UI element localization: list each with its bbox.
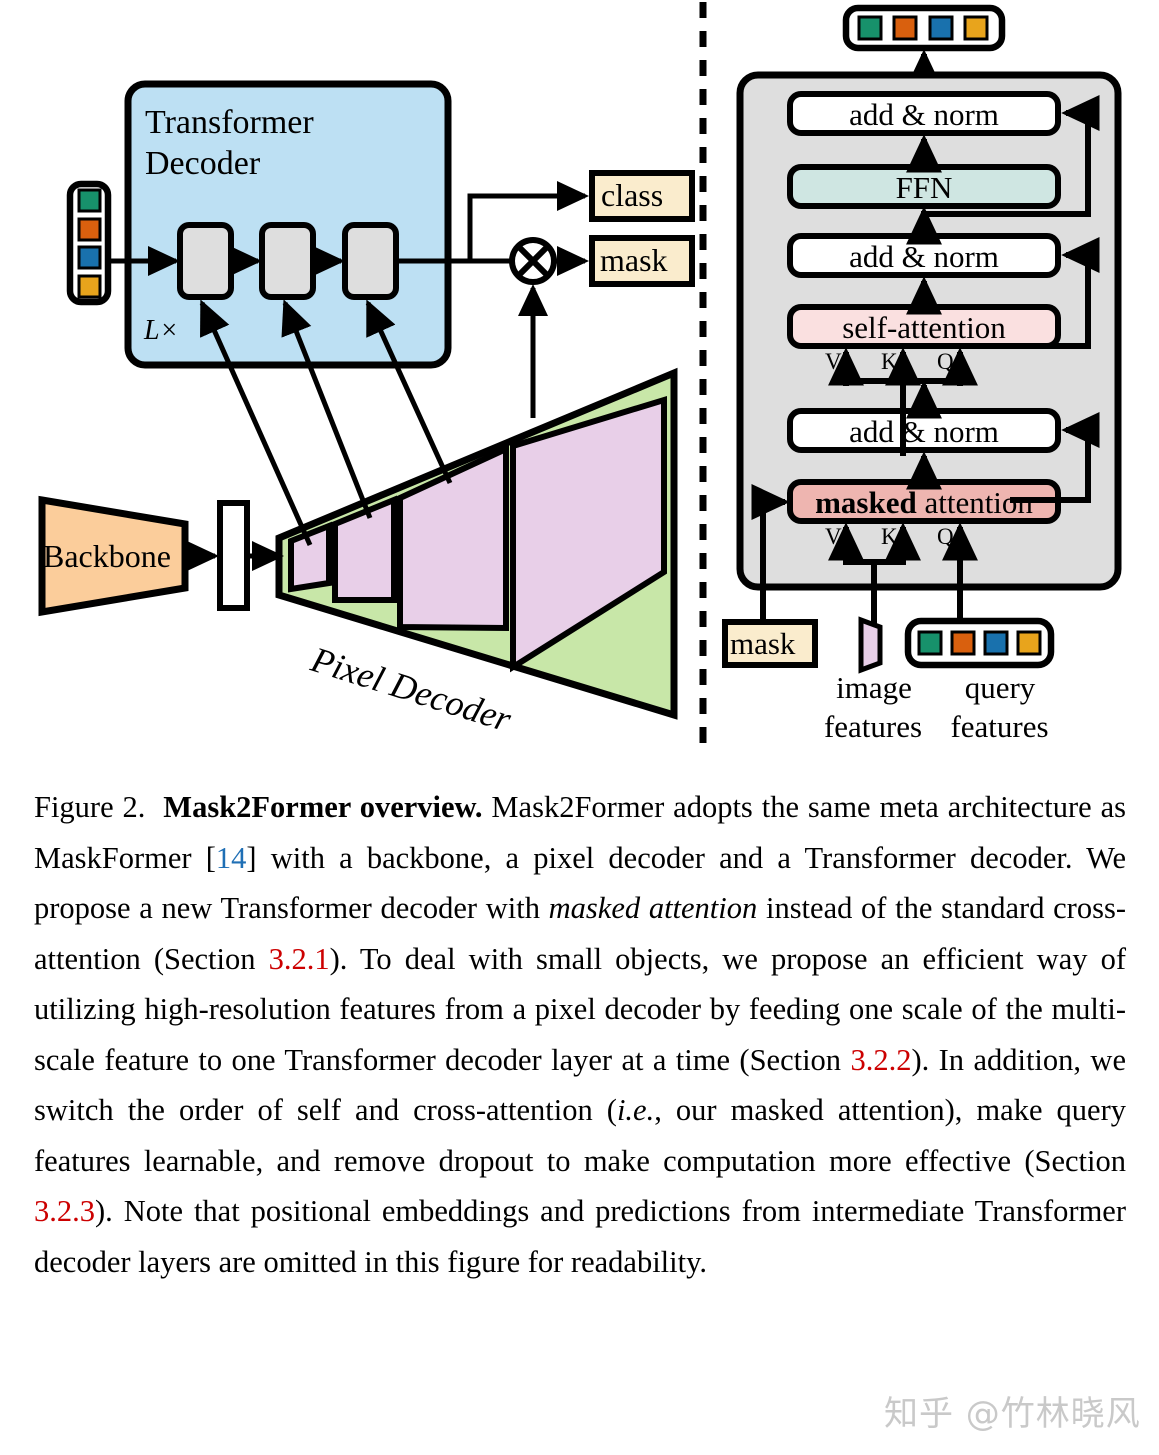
self-attention-vkq-arrows <box>828 347 978 456</box>
transformer-decoder-title-line1: Transformer <box>145 104 314 141</box>
self-attention-k-label: K <box>881 349 898 374</box>
residual-connections <box>924 95 1100 503</box>
caption-text-6: , our masked attention), make query feat… <box>34 1093 1126 1178</box>
query-token-2 <box>77 217 102 242</box>
class-output-box <box>589 170 695 222</box>
query-token-4 <box>77 274 102 299</box>
out-token-1 <box>857 15 883 41</box>
class-branch <box>467 181 590 261</box>
caption-text-3: instead of the standard cross-attention … <box>34 891 1126 976</box>
out-token-4 <box>963 15 989 41</box>
bottom-token-1 <box>917 630 943 656</box>
row-label-self-attention: self-attention <box>842 310 1006 345</box>
image-features-caption-line2: features <box>823 709 923 744</box>
caption-section-322[interactable]: 3.2.2 <box>850 1042 912 1077</box>
mask-output-box <box>589 235 695 287</box>
out-token-2 <box>892 15 918 41</box>
caption-text-2: ] with a backbone, a pixel decoder and a… <box>34 840 1126 926</box>
bottom-token-4 <box>1016 630 1042 656</box>
multiscale-feature-arrows <box>199 299 453 547</box>
query-features-input-box <box>66 180 112 306</box>
masked-attention-rest: attention <box>916 485 1033 520</box>
row-label-add-norm-1: add & norm <box>849 414 999 449</box>
caption-reference-14[interactable]: 14 <box>215 840 247 875</box>
figure-caption: Figure 2. Mask2Former overview. Mask2For… <box>34 782 1126 1287</box>
mask-input-box <box>722 619 818 668</box>
bottom-token-2 <box>950 630 976 656</box>
backbone-label: Backbone <box>43 538 171 574</box>
mask-input-connection <box>751 484 790 630</box>
self-attention-q-label: Q <box>937 349 954 374</box>
backbone-projection-block <box>217 500 250 611</box>
image-features-caption-line1: image <box>836 670 912 705</box>
query-token-3 <box>77 245 102 270</box>
caption-text-5: ). In addition, we switch the order of s… <box>34 1042 1126 1128</box>
watermark: 知乎 @竹林晓风 <box>884 1394 1141 1434</box>
query-features-bottom-box <box>904 617 1055 669</box>
masked-attention-v-label: V <box>825 524 842 549</box>
caption-section-321[interactable]: 3.2.1 <box>268 941 330 976</box>
masked-attention-q-label: Q <box>937 524 954 549</box>
backbone-shape <box>38 495 189 617</box>
mask-output-label: mask <box>600 242 668 278</box>
row-label-masked-attention: masked attention <box>790 487 1058 518</box>
query-features-caption-line2: features <box>950 709 1049 744</box>
pixel-decoder-feature-scales <box>288 395 667 673</box>
caption-bold-title: Mask2Former overview. <box>163 790 483 824</box>
self-attention-v-label: V <box>825 349 842 374</box>
decoder-layer-2 <box>259 222 316 300</box>
output-query-features-box <box>842 4 1006 52</box>
figure-2-diagram: Transformer Decoder L× class mask Backbo… <box>38 2 1122 752</box>
caption-figure-number: Figure 2. <box>34 790 146 824</box>
caption-section-323[interactable]: 3.2.3 <box>34 1194 95 1228</box>
class-output-label: class <box>601 177 664 213</box>
row-add-norm-3 <box>787 91 1061 136</box>
diagram-canvas <box>38 2 1122 752</box>
query-features-caption-line1: query <box>964 670 1036 705</box>
transformer-decoder-layers <box>177 222 399 300</box>
multiply-node <box>509 237 590 285</box>
masked-attention-bold-word: masked <box>815 485 917 520</box>
out-token-3 <box>928 15 954 41</box>
caption-italic-ie: i.e. <box>616 1093 655 1127</box>
transformer-decoder-title-line2: Decoder <box>145 145 261 182</box>
caption-italic-masked-attention: masked attention <box>548 891 758 925</box>
query-token-1 <box>77 188 102 213</box>
row-label-add-norm-3: add & norm <box>849 97 999 132</box>
decoder-repeat-label: L× <box>144 315 179 346</box>
decoder-layer-1 <box>177 222 234 300</box>
caption-text-1: Mask2Former adopts the same meta archite… <box>34 790 1126 875</box>
row-label-add-norm-2: add & norm <box>849 239 999 274</box>
image-features-shape <box>858 616 883 674</box>
masked-attention-k-label: K <box>881 524 898 549</box>
masked-attention-vkq-arrows <box>828 522 978 630</box>
mask-input-label: mask <box>730 626 796 661</box>
decoder-layer-3 <box>342 222 399 300</box>
caption-text-4: ). To deal with small objects, we propos… <box>34 941 1126 1077</box>
row-label-ffn: FFN <box>895 170 953 205</box>
caption-text-7: ). Note that positional embeddings and p… <box>34 1194 1126 1279</box>
bottom-token-3 <box>983 630 1009 656</box>
